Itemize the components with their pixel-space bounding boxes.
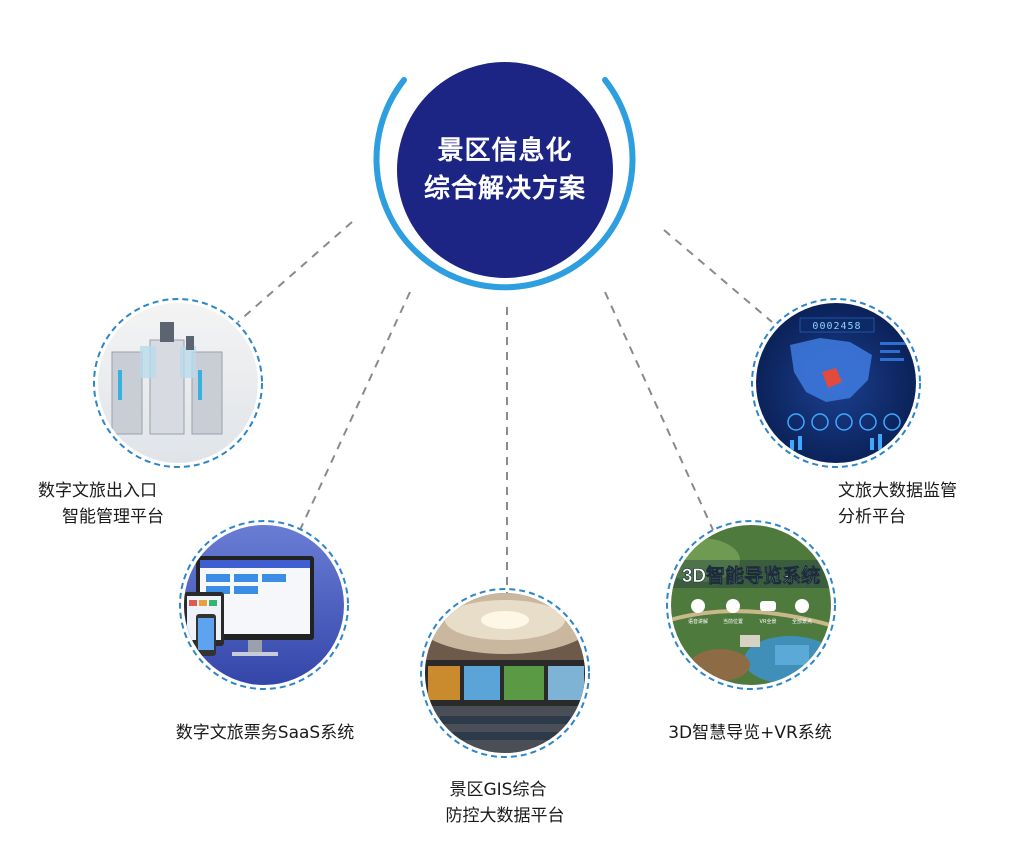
data-counter: 0002458 bbox=[812, 321, 861, 332]
center-outer-arc bbox=[373, 77, 636, 291]
connector-guide bbox=[604, 291, 714, 531]
node-data: 0002458 bbox=[751, 298, 921, 468]
label-data: 文旅大数据监管 分析平台 bbox=[838, 478, 988, 530]
guide-icons: 语音讲解 当前位置 VR全景 全部景点 bbox=[688, 599, 812, 625]
label-data-line2: 分析平台 bbox=[838, 507, 906, 527]
guide-banner: 3D智能导览系统 bbox=[682, 564, 820, 587]
connector-ticket bbox=[299, 291, 411, 531]
label-gis: 景区GIS综合 防控大数据平台 bbox=[420, 777, 590, 829]
label-gis-line1: 景区GIS综合 bbox=[449, 780, 547, 800]
connector-gate bbox=[237, 221, 353, 323]
label-data-line1: 文旅大数据监管 bbox=[838, 481, 957, 501]
label-gis-line2: 防控大数据平台 bbox=[445, 806, 565, 826]
microphone-icon bbox=[691, 599, 705, 613]
connector-data bbox=[663, 229, 773, 323]
guide-icon-label: 语音讲解 bbox=[688, 618, 708, 625]
center-title-line2: 综合解决方案 bbox=[423, 174, 586, 204]
label-ticket: 数字文旅票务SaaS系统 bbox=[150, 720, 380, 746]
globe-icon bbox=[795, 599, 809, 613]
label-gate-line1: 数字文旅出入口 bbox=[38, 481, 157, 501]
center-node bbox=[373, 62, 636, 291]
node-guide: 3D智能导览系统 语音讲解 当前位置 VR全景 全部景点 bbox=[666, 520, 836, 690]
guide-icon-label: 全部景点 bbox=[792, 618, 812, 625]
label-gate-line2: 智能管理平台 bbox=[62, 507, 164, 527]
saas-devices-illustration bbox=[184, 525, 344, 685]
label-guide-line1: 3D智慧导览+VR系统 bbox=[668, 723, 832, 743]
label-gate: 数字文旅出入口 智能管理平台 bbox=[38, 478, 218, 530]
center-title: 景区信息化 综合解决方案 bbox=[400, 132, 610, 208]
vr-headset-icon bbox=[760, 601, 776, 611]
control-room-illustration bbox=[425, 593, 585, 753]
node-gis bbox=[420, 588, 590, 758]
center-circle bbox=[397, 62, 613, 278]
label-ticket-line1: 数字文旅票务SaaS系统 bbox=[175, 723, 355, 743]
location-icon bbox=[726, 599, 740, 613]
big-data-screen-illustration: 0002458 bbox=[756, 303, 916, 463]
gate-machine-illustration bbox=[98, 303, 258, 463]
guide-icon-label: VR全景 bbox=[760, 618, 777, 625]
connectors bbox=[237, 221, 773, 594]
node-ticket bbox=[179, 520, 349, 690]
center-title-line1: 景区信息化 bbox=[437, 136, 573, 166]
guide-icon-label: 当前位置 bbox=[723, 618, 743, 625]
3d-guide-map-illustration: 3D智能导览系统 语音讲解 当前位置 VR全景 全部景点 bbox=[671, 525, 831, 685]
node-gate bbox=[93, 298, 263, 468]
label-guide: 3D智慧导览+VR系统 bbox=[650, 720, 850, 746]
